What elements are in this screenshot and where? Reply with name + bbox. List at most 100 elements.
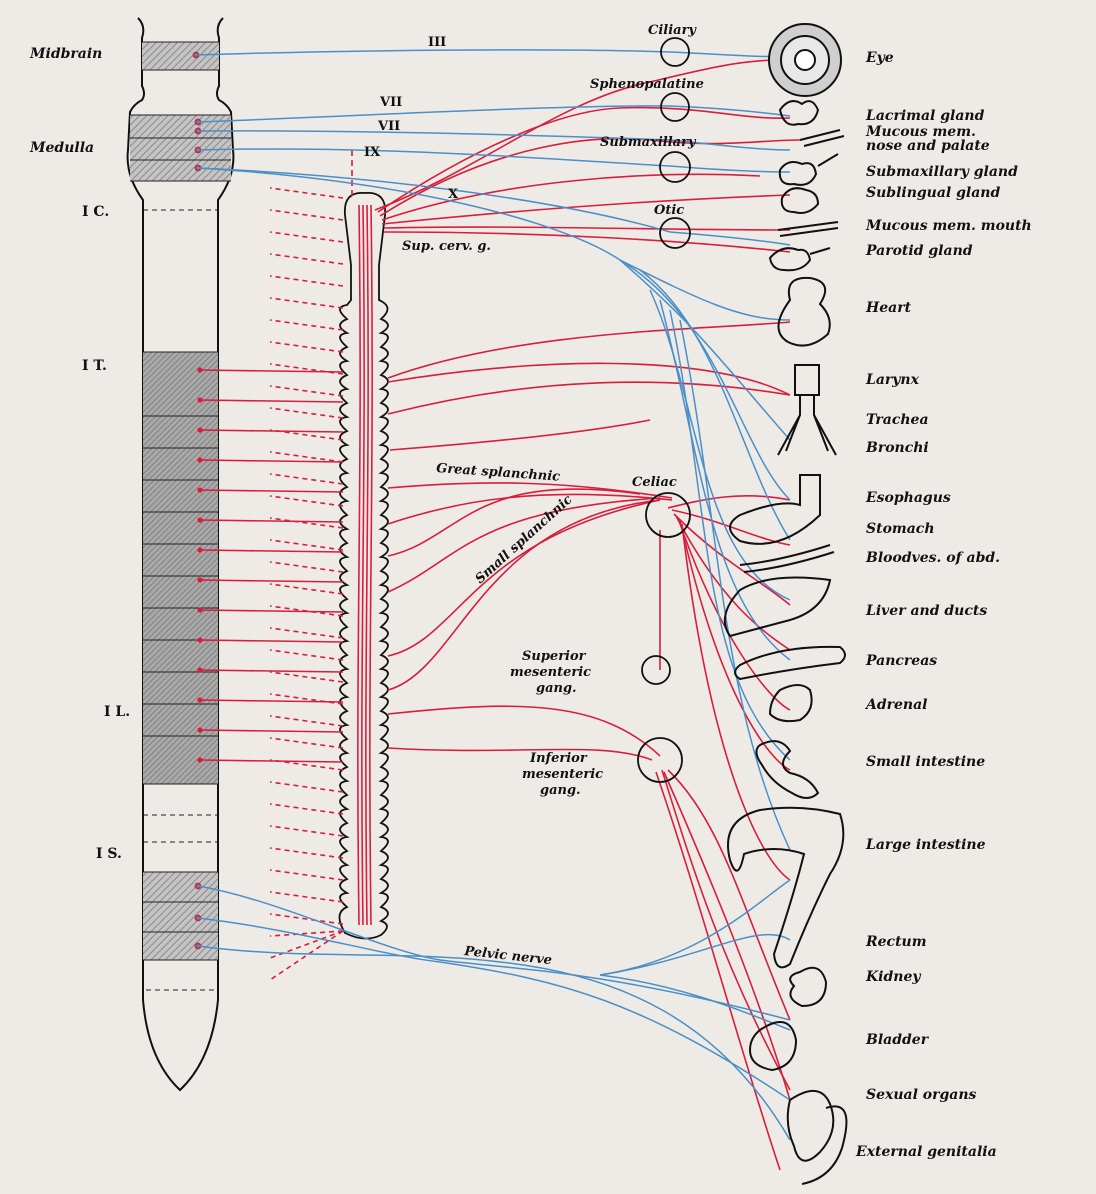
cord-origin-dot (197, 577, 202, 582)
label-sphenopalatine: Sphenopalatine (590, 77, 704, 92)
gray-ramus-stub (270, 672, 343, 682)
label-sexual-organs: Sexual organs (866, 1087, 977, 1103)
gray-ramus-stub (270, 276, 343, 286)
gray-ramus-stub (270, 914, 343, 924)
uterus-icon (788, 1091, 847, 1184)
label-large-intestine: Large intestine (865, 837, 986, 853)
sublingual-gland-icon (782, 188, 818, 213)
label-superior-mesenteric-2: mesenteric (510, 665, 591, 680)
cord-origin-dot (197, 457, 202, 462)
gray-ramus-stub (270, 188, 343, 198)
label-nerve-x: X (448, 187, 459, 202)
cord-origin-dot (197, 397, 202, 402)
label-eye: Eye (865, 50, 894, 66)
label-bladder: Bladder (865, 1032, 930, 1048)
cord-origin-dot (197, 547, 202, 552)
adrenal-icon (770, 685, 812, 721)
kidney-icon (790, 968, 826, 1006)
gray-ramus-stub (270, 650, 343, 660)
gray-ramus-stub (270, 826, 343, 836)
white-ramus (200, 760, 343, 762)
gray-ramus-stub (270, 518, 343, 528)
gray-ramus-stub (270, 496, 343, 506)
chain-longitudinal-fiber (366, 205, 368, 925)
label-sup-cerv-ganglion: Sup. cerv. g. (402, 239, 491, 254)
heart-icon (778, 278, 829, 346)
gray-ramus-stub (270, 804, 343, 814)
label-submaxillary-gland: Submaxillary gland (866, 164, 1018, 180)
label-parotid-gland: Parotid gland (865, 243, 973, 259)
spinal-cord (128, 18, 234, 1090)
thoracolumbar-segment (143, 352, 218, 784)
gray-ramus-stub (270, 474, 343, 484)
large-intestine-icon (728, 808, 843, 968)
white-ramus (200, 610, 343, 612)
label-superior-mesenteric-1: Superior (522, 649, 587, 664)
sympathetic-fibers (352, 60, 800, 1170)
superior-mesenteric-ganglion (642, 656, 670, 684)
label-sublingual-gland: Sublingual gland (866, 185, 1000, 201)
midbrain-segment (142, 42, 219, 70)
chain-longitudinal-fiber (358, 205, 360, 925)
label-superior-mesenteric-3: gang. (536, 681, 577, 696)
label-stomach: Stomach (866, 521, 935, 537)
nerve-labels: III VII VII IX X Sup. cerv. g. Great spl… (364, 35, 576, 968)
cord-origin-dot (197, 367, 202, 372)
label-celiac: Celiac (632, 475, 677, 490)
label-trachea: Trachea (866, 412, 929, 428)
label-otic: Otic (654, 203, 684, 218)
label-s1: I S. (96, 846, 122, 862)
liver-icon (725, 578, 830, 636)
label-nose-palate: nose and palate (866, 138, 990, 154)
gray-ramus-stub (270, 738, 343, 748)
white-ramus (200, 640, 343, 642)
gray-ramus-stub (270, 848, 343, 858)
organ-labels: Eye Lacrimal gland Mucous mem. nose and … (855, 50, 1032, 1160)
cord-origin-dot (197, 427, 202, 432)
mucous-nose-icon (800, 130, 844, 146)
white-ramus (200, 730, 343, 732)
sympathetic-rami-stubs (270, 188, 343, 980)
label-external-genitalia: External genitalia (855, 1144, 997, 1160)
label-midbrain: Midbrain (29, 46, 102, 62)
ganglion-labels: Ciliary Sphenopalatine Submaxillary Otic… (510, 23, 704, 798)
gray-ramus-stub (270, 931, 343, 980)
label-heart: Heart (865, 300, 912, 316)
parotid-gland-icon (770, 248, 830, 270)
gray-ramus-stub (270, 562, 343, 572)
label-inferior-mesenteric-2: mesenteric (522, 767, 603, 782)
label-adrenal: Adrenal (864, 697, 928, 713)
submaxillary-gland-icon (780, 154, 838, 185)
gray-ramus-stub (270, 584, 343, 594)
white-ramus (200, 550, 343, 552)
label-inferior-mesenteric-1: Inferior (529, 751, 588, 766)
cord-labels: Midbrain Medulla I C. I T. I L. I S. (29, 46, 130, 862)
cord-origin-dot (197, 607, 202, 612)
label-pancreas: Pancreas (865, 653, 937, 669)
white-ramus (200, 670, 343, 672)
lacrimal-gland-icon (780, 101, 818, 125)
gray-ramus-stub (270, 892, 343, 902)
label-l1: I L. (104, 704, 130, 720)
label-c1: I C. (82, 204, 109, 220)
gray-ramus-stub (270, 232, 343, 242)
white-ramus (200, 460, 343, 462)
label-lacrimal-gland: Lacrimal gland (865, 108, 985, 124)
label-larynx: Larynx (865, 372, 920, 388)
white-ramus (200, 580, 343, 582)
gray-ramus-stub (270, 320, 343, 330)
label-great-splanchnic: Great splanchnic (436, 461, 561, 485)
label-small-intestine: Small intestine (866, 754, 985, 770)
label-nerve-iii: III (428, 35, 446, 50)
cord-origin-dot (197, 487, 202, 492)
cord-origin-dot (197, 667, 202, 672)
label-nerve-vii-b: VII (377, 119, 400, 134)
label-mucous-mouth: Mucous mem. mouth (865, 218, 1032, 234)
stomach-icon (730, 475, 820, 544)
medulla-segment (130, 115, 231, 181)
label-esophagus: Esophagus (865, 490, 951, 506)
white-ramus (200, 400, 343, 402)
chain-longitudinal-fiber (370, 205, 372, 925)
